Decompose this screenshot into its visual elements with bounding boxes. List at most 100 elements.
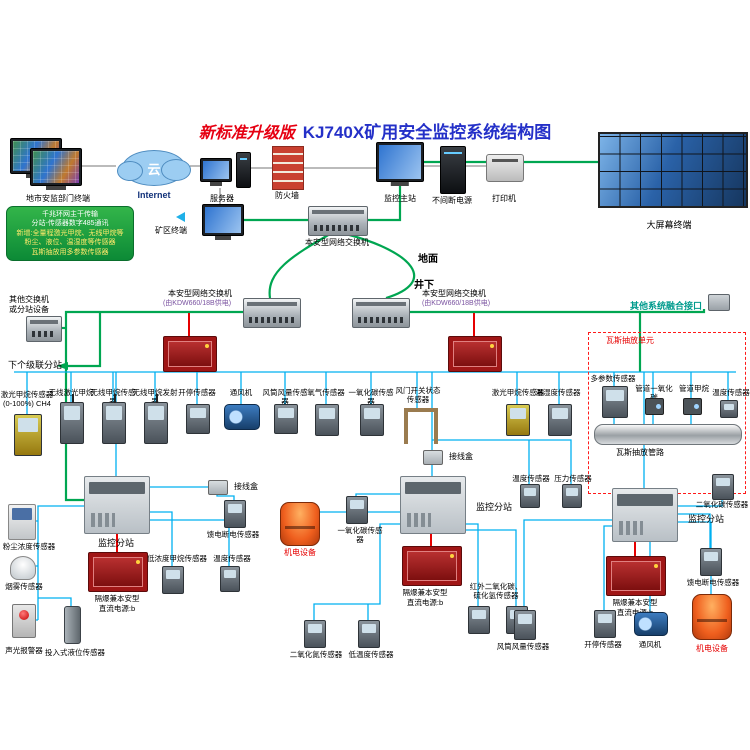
- feed-break-sensor-right-icon: [700, 548, 722, 576]
- fan-label: 通风机: [229, 388, 253, 397]
- pressure-sensor-label: 压力传感器: [554, 474, 592, 483]
- link-arrow-icon: [176, 212, 185, 222]
- surface-switch-label: 本安型网络交换机: [305, 238, 369, 247]
- surface-label: 地面: [418, 254, 438, 265]
- onoff-sensor2-icon: [594, 610, 616, 638]
- cloud-label: 云: [147, 161, 161, 177]
- laser-methane-sensor-label: 激光甲烷传感器: [0, 390, 54, 399]
- pressure-sensor-icon: [562, 484, 582, 508]
- electromechanical-equipment2-icon: [692, 594, 732, 640]
- door-state-sensor-label: 风门开关状态传感器: [395, 386, 441, 404]
- co2-sensor-label: 二氧化碳传感器: [695, 500, 749, 509]
- temp-sensor-mid-icon: [520, 484, 540, 508]
- switch-right-label: 本安型网络交换机: [422, 289, 486, 298]
- smoke-sensor-icon: [10, 556, 36, 580]
- title-badge: 新标准升级版: [198, 125, 295, 142]
- fan2-label: 通风机: [638, 640, 662, 649]
- no2-sensor-icon: [304, 620, 326, 648]
- pipe-co-sensor-label: 管道一氧化碳: [635, 384, 673, 402]
- dc-power-center-label-1: 隔爆兼本安型: [402, 588, 448, 597]
- page-title: 新标准升级版 KJ740X矿用安全监控系统结构图: [0, 118, 750, 143]
- other-switch-label-2: 或分站设备: [9, 305, 49, 314]
- feed-break-sensor-label: 馈电断电传感器: [206, 530, 260, 539]
- dust-sensor-icon: [8, 504, 36, 540]
- laser-methane-sensor-icon: [14, 414, 42, 456]
- dust-sensor-label: 粉尘浓度传感器: [2, 542, 56, 551]
- electromechanical-equipment-icon: [280, 502, 320, 546]
- title-main: KJ740X矿用安全监控系统结构图: [302, 123, 552, 142]
- dc-power-right-icon: [606, 556, 666, 596]
- temp-sensor-right-icon: [720, 400, 738, 418]
- info-line-2: 分站-传感器数字485通讯: [31, 220, 109, 228]
- co-sensor-icon: [360, 404, 384, 436]
- low-temp-sensor-label: 低温度传感器: [348, 650, 394, 659]
- electromechanical-equipment2-label: 机电设备: [696, 644, 728, 653]
- dc-power-right-label-1: 隔爆兼本安型: [612, 598, 658, 607]
- temp-sensor-left-label: 温度传感器: [213, 554, 251, 563]
- switch-left-power-label: (由KDW660/18B供电): [162, 300, 232, 307]
- underground-label: 井下: [414, 280, 434, 291]
- video-wall-icon: [598, 132, 748, 208]
- substation-center-icon: [400, 476, 466, 534]
- fan-icon: [224, 404, 260, 430]
- mine-terminal-label: 矿区终端: [155, 226, 187, 235]
- wireless-methane-transmitter-label: 无线甲烷发射器: [132, 388, 178, 406]
- monitor-screen: [205, 207, 241, 233]
- wireless-methane-transmitter-icon: [144, 394, 168, 444]
- other-switch-icon: [26, 316, 62, 342]
- oxygen-sensor-icon: [315, 404, 339, 436]
- pipe-methane-sensor-icon: [683, 398, 702, 415]
- wireless-methane-sensor-label: 无线甲烷传感器: [90, 388, 136, 406]
- city-terminal-monitor2-icon: [30, 148, 82, 186]
- electromechanical-equipment-label: 机电设备: [284, 548, 316, 557]
- monitor-screen: [203, 161, 229, 179]
- low-temp-sensor-icon: [358, 620, 380, 648]
- ir-co2-h2s-label-1: 红外二氧化碳、: [469, 582, 523, 591]
- info-line-4: 粉尘、液位、温湿度等传感器: [24, 239, 116, 247]
- duct-airflow-sensor2-label: 风筒风量传感器: [496, 642, 550, 651]
- printer-label: 打印机: [492, 194, 516, 203]
- temp-sensor-right-label: 温度传感器: [712, 388, 750, 397]
- underground-switch-right-icon: [352, 298, 410, 328]
- monitor-screen: [33, 151, 79, 183]
- fusion-interface-label: 其他系统融合接口: [629, 301, 702, 311]
- co-sensor-label: 一氧化碳传感器: [348, 388, 394, 406]
- dc-power-upper-right-icon: [448, 336, 502, 372]
- server-tower-icon: [236, 152, 251, 188]
- feed-break-sensor-icon: [224, 500, 246, 528]
- co-sensor-mid-label: 一氧化碳传感器: [337, 526, 383, 544]
- info-line-1: 千兆环网主干传输: [42, 211, 98, 218]
- sound-light-alarm-label: 声光报警器: [5, 646, 43, 655]
- no2-sensor-label: 二氧化氮传感器: [289, 650, 343, 659]
- gas-drainage-unit-label: 瓦斯抽放单元: [606, 336, 654, 345]
- internet-cloud-icon: 云: [117, 150, 191, 186]
- internet-label: Internet: [137, 190, 171, 200]
- multi-param-sensor-label: 多参数传感器: [590, 374, 636, 383]
- junction-box-label: 接线盒: [449, 452, 473, 461]
- big-screen-label: 大屏幕终端: [646, 220, 692, 230]
- sound-light-alarm-icon: [12, 604, 36, 638]
- temp-sensor-left-icon: [220, 566, 240, 592]
- dc-power-left-label-2: 直流电源:b: [98, 604, 136, 613]
- duct-airflow-sensor2-icon: [514, 610, 536, 640]
- substation-right-icon: [612, 488, 678, 542]
- level-sensor-icon: [64, 606, 81, 644]
- co2-sensor-icon: [712, 474, 734, 500]
- multi-param-sensor-icon: [602, 386, 628, 418]
- ir-co2-h2s-label-2: 硫化氢传感器: [473, 591, 519, 600]
- other-switch-label-1: 其他交换机: [9, 295, 49, 304]
- junction-box2-label: 接线盒: [234, 482, 258, 491]
- onoff-sensor2-label: 开停传感器: [584, 640, 622, 649]
- main-station-monitor-icon: [376, 142, 424, 182]
- printer-icon: [486, 154, 524, 182]
- main-station-label: 监控主站: [384, 194, 416, 203]
- server-label: 服务器: [210, 194, 234, 203]
- monitor-screen: [379, 145, 421, 179]
- surface-network-switch-icon: [308, 206, 368, 236]
- ir-co2-sensor-icon: [468, 606, 490, 634]
- junction-box-icon: [423, 450, 443, 465]
- pipe-methane-sensor-label: 管道甲烷: [679, 384, 709, 393]
- low-methane-sensor-label: 低浓度甲烷传感器: [147, 554, 207, 563]
- laser-methane-sensor2-label: 激光甲烷传感器: [491, 388, 545, 397]
